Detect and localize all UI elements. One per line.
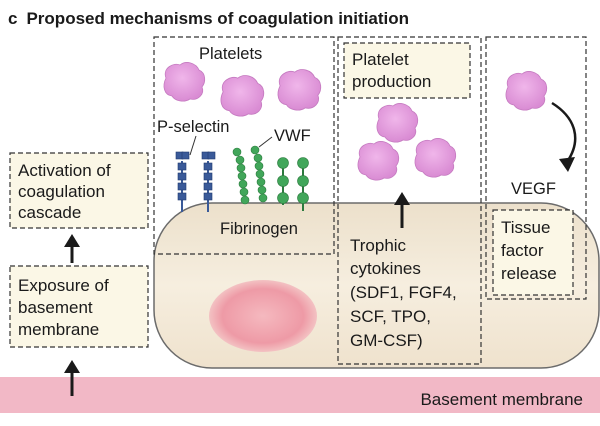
platelet: [357, 141, 400, 181]
exposure-box: [9, 265, 149, 348]
left-arrow-lower: [64, 360, 80, 396]
platelet: [376, 103, 419, 143]
vwf-molecule: [232, 147, 250, 205]
activation-box: [9, 152, 149, 229]
tissue-factor-text: Tissue factor release: [501, 218, 557, 283]
platelets-title: Platelets: [199, 45, 262, 63]
platelet-production-text: Platelet production: [352, 50, 431, 91]
fibrinogen-label: Fibrinogen: [220, 220, 298, 238]
p-selectin-molecule: [175, 151, 190, 212]
tissue-panel-frame: [485, 36, 587, 300]
fibrinogen-molecule: [297, 157, 309, 211]
platelets-panel-frame: [153, 36, 335, 255]
vegf-arrowhead: [559, 157, 575, 172]
exposure-text: Exposure of basement membrane: [18, 276, 113, 339]
platelet: [414, 138, 457, 178]
activation-text: Activation of coagulation cascade: [18, 161, 115, 222]
trophic-cytokines-text: Trophic cytokines (SDF1, FGF4, SCF, TPO,…: [350, 236, 461, 350]
cytokine-arrow: [394, 192, 410, 228]
vegf-label: VEGF: [511, 180, 556, 198]
vegf-curved-arrow: [551, 101, 577, 163]
fibrinogen-molecule: [277, 157, 289, 205]
platelet-production-box: [343, 42, 471, 99]
basement-membrane-label: Basement membrane: [420, 390, 583, 409]
production-panel-frame: [337, 36, 482, 365]
p-selectin-molecule: [201, 151, 216, 212]
platelet: [220, 75, 265, 117]
cell-nucleus: [209, 280, 317, 352]
platelet: [163, 62, 206, 102]
vwf-pointer: [258, 136, 273, 148]
tissue-factor-box: [492, 209, 574, 296]
platelet: [505, 71, 548, 111]
platelet: [277, 69, 322, 111]
vwf-label: VWF: [274, 127, 311, 145]
basement-membrane-band: [0, 377, 600, 413]
p-selectin-label: P-selectin: [157, 118, 229, 136]
p-selectin-pointer: [189, 135, 197, 156]
left-arrow-upper: [64, 234, 80, 263]
vwf-molecule: [250, 145, 268, 203]
